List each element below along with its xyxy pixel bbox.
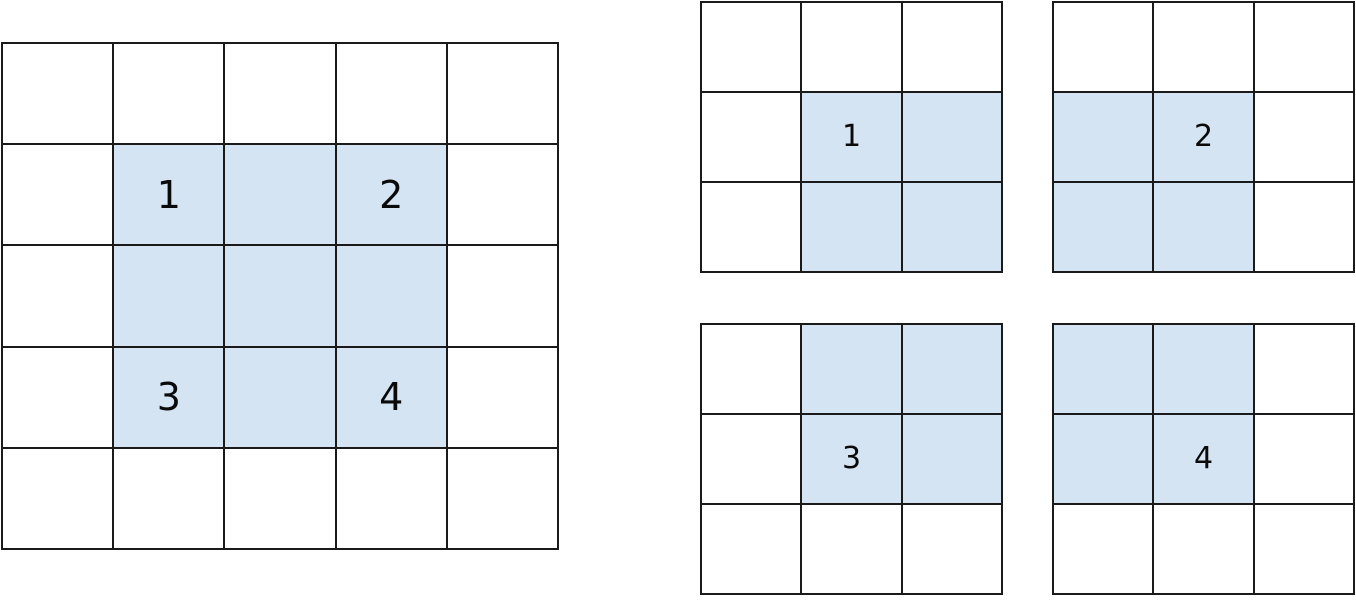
grid-cell-labeled: 1 [802,93,901,181]
grid-cell [902,505,1001,593]
grid-cell [336,246,446,346]
grid-cell-labeled: 2 [336,145,446,245]
grid-cell [225,246,335,346]
main-grid: 1 2 3 4 [1,42,559,550]
grid-cell [902,325,1001,413]
grid-cell [1054,505,1153,593]
grid-cell [802,505,901,593]
grid-cell [702,325,801,413]
grid-cell [447,246,557,346]
grid-cell [702,183,801,271]
grid-cell-labeled: 3 [802,415,901,503]
grid-cell [225,44,335,144]
grid-cell [1254,183,1353,271]
grid-cell [1154,505,1253,593]
grid-cell [3,44,113,144]
grid-cell [702,93,801,181]
grid-cell [1154,3,1253,91]
grid-cell [902,183,1001,271]
grid-cell-labeled: 1 [114,145,224,245]
grid-cell-labeled: 4 [336,347,446,447]
grid-cell-labeled: 3 [114,347,224,447]
grid-cell [902,93,1001,181]
panel-grid-1: 1 [700,1,1003,273]
grid-cell [702,3,801,91]
grid-cell [225,448,335,548]
grid-cell [3,145,113,245]
grid-cell [447,347,557,447]
grid-cell [902,415,1001,503]
grid-cell [1154,325,1253,413]
grid-cell [1054,93,1153,181]
grid-cell [1054,3,1153,91]
grid-cell [336,448,446,548]
panel-grid-2: 2 [1052,1,1355,273]
grid-cell-labeled: 4 [1154,415,1253,503]
grid-cell [447,448,557,548]
panel-grid-3: 3 [700,323,1003,595]
grid-cell [1254,505,1353,593]
grid-cell [1054,415,1153,503]
grid-cell [702,415,801,503]
grid-cell [447,145,557,245]
grid-cell [1054,183,1153,271]
grid-cell [336,44,446,144]
grid-cell [114,246,224,346]
grid-cell [802,183,901,271]
grid-cell [225,347,335,447]
grid-cell [1254,3,1353,91]
grid-cell [3,448,113,548]
grid-cell [802,3,901,91]
grid-cell-labeled: 2 [1154,93,1253,181]
grid-cell [1254,93,1353,181]
grid-cell [3,246,113,346]
grid-cell [3,347,113,447]
grid-cell [1054,325,1153,413]
grid-cell [902,3,1001,91]
grid-cell [1254,415,1353,503]
grid-cell [802,325,901,413]
grid-cell [114,44,224,144]
grid-cell [447,44,557,144]
grid-cell [1254,325,1353,413]
grid-cell [1154,183,1253,271]
grid-cell [702,505,801,593]
grid-cell [114,448,224,548]
grid-cell [225,145,335,245]
panel-grid-4: 4 [1052,323,1355,595]
